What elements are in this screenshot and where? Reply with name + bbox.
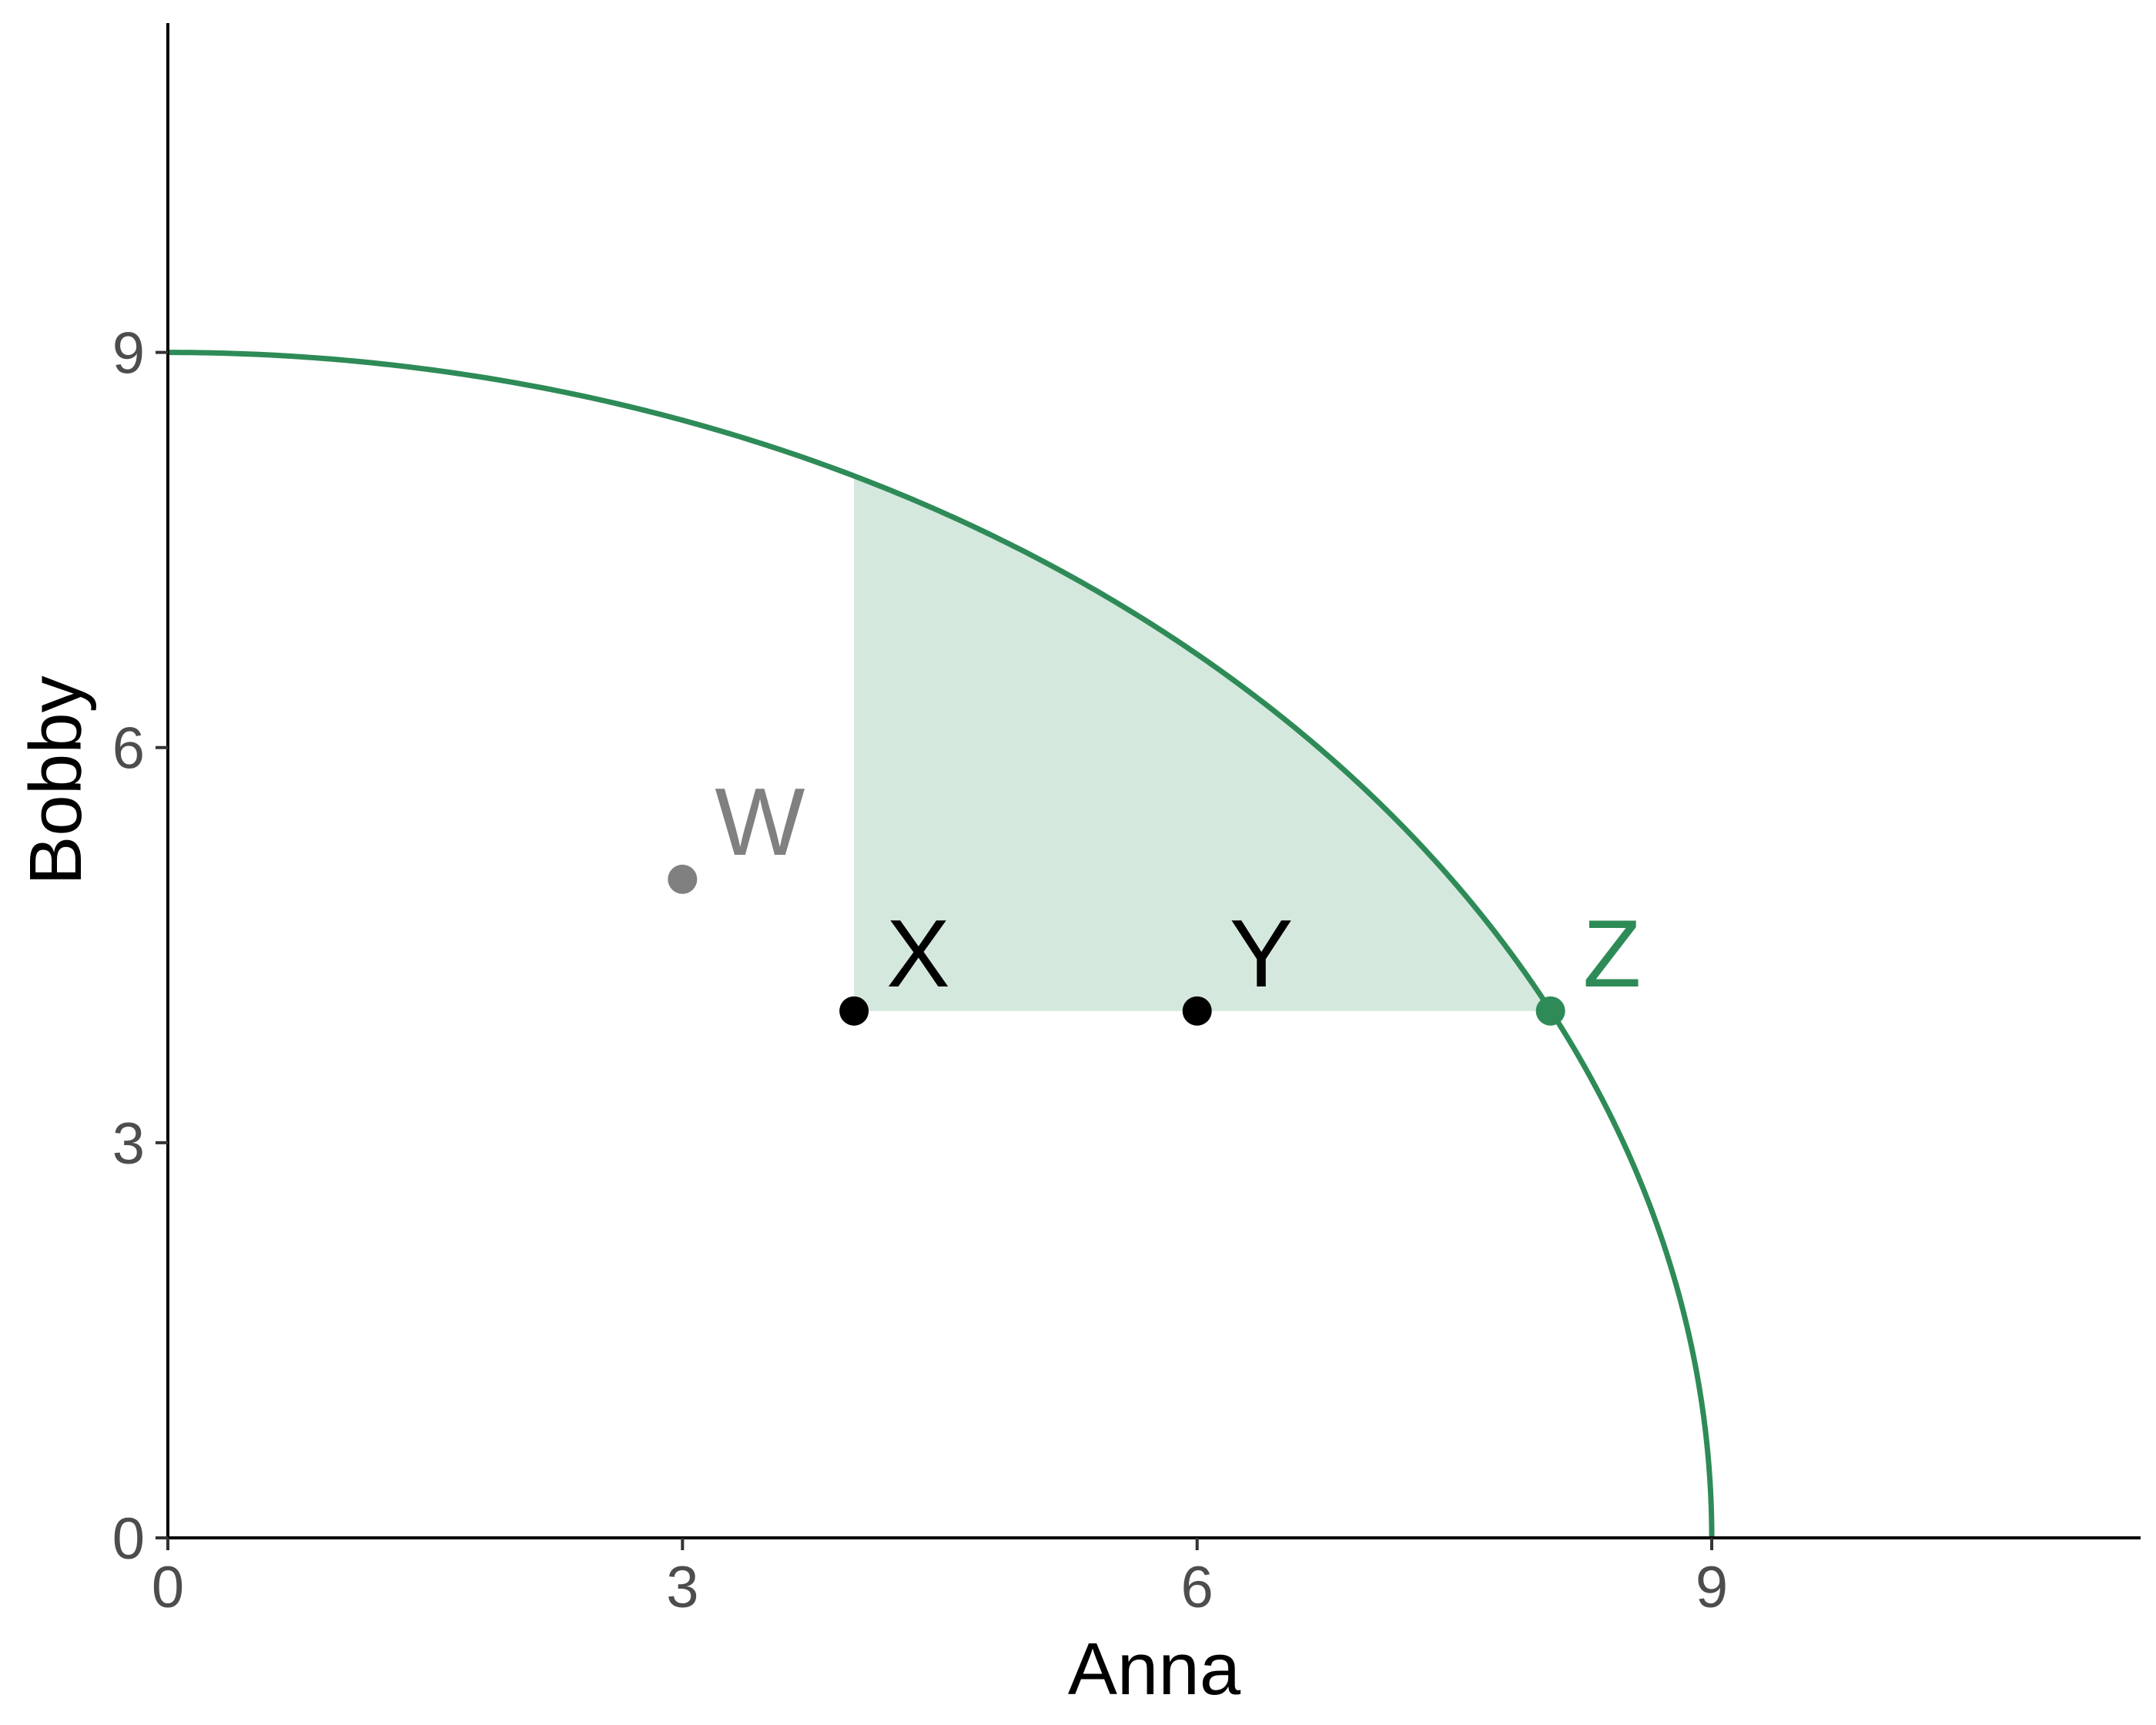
axes [166,23,2141,1539]
y-axis-title: Bobby [15,675,97,885]
y-tick-label: 6 [112,716,145,782]
point-label-z: Z [1583,901,1642,1007]
frontier-curve [167,350,1715,1539]
point-label-w: W [715,769,805,876]
point-label-y: Y [1230,901,1294,1007]
point-w [668,864,698,894]
y-tick-label: 9 [112,321,145,387]
plot-area: WX Y Z [167,350,1715,1539]
x-tick-label: 6 [1181,1555,1214,1620]
ticks: 0 3 6 9 0 3 6 9 [112,321,1728,1620]
x-tick-label: 0 [152,1555,184,1620]
point-z [1535,996,1565,1026]
y-tick-label: 3 [112,1111,145,1177]
point-x [839,996,869,1026]
x-axis-title: Anna [1068,1628,1241,1710]
x-tick-label: 3 [666,1555,698,1620]
y-tick-label: 0 [112,1506,145,1572]
shaded-region [854,476,1552,1011]
point-y [1182,996,1212,1026]
x-tick-label: 9 [1696,1555,1728,1620]
point-label-x: X [886,901,950,1007]
